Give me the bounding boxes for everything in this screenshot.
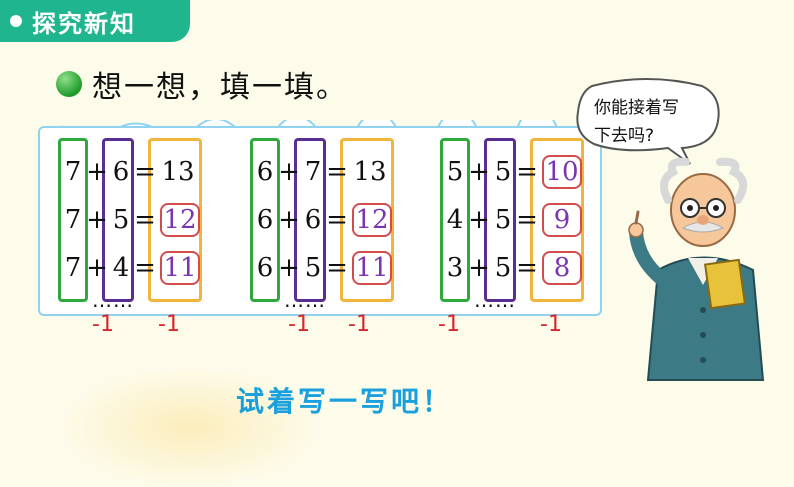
equation-row: 3+5=8	[442, 248, 582, 288]
minus-one-label: -1	[348, 312, 370, 337]
second-addend: 5	[304, 253, 322, 283]
equation-row: 7+4=11	[60, 248, 200, 288]
instruction-text: 想一想，填一填。	[92, 70, 348, 105]
equals-sign: =	[516, 253, 538, 283]
ellipsis: ……	[474, 288, 516, 312]
ellipsis: ……	[92, 288, 134, 312]
speech-bubble-icon	[576, 78, 720, 165]
second-addend: 5	[494, 205, 512, 235]
equation-row: 7+6=13	[60, 152, 200, 192]
second-addend: 5	[112, 205, 130, 235]
plus-sign: +	[86, 157, 108, 187]
tab-dot-icon	[10, 15, 22, 27]
speech-bubble-text: 你能接着写 下去吗?	[594, 94, 704, 150]
plus-sign: +	[468, 157, 490, 187]
second-addend: 5	[494, 157, 512, 187]
teacher-character-icon	[628, 157, 765, 381]
first-addend: 7	[64, 205, 82, 235]
first-addend: 3	[446, 253, 464, 283]
plus-sign: +	[86, 253, 108, 283]
equation-row: 7+5=12	[60, 200, 200, 240]
equals-sign: =	[134, 253, 156, 283]
first-addend: 6	[256, 253, 274, 283]
equals-sign: =	[134, 205, 156, 235]
plus-sign: +	[468, 253, 490, 283]
minus-one-label: -1	[92, 312, 114, 337]
circled-sum: 12	[160, 203, 200, 237]
first-addend-box	[58, 138, 88, 302]
sum: 13	[161, 157, 195, 187]
equals-sign: =	[516, 157, 538, 187]
plus-sign: +	[86, 205, 108, 235]
sum: 13	[353, 157, 387, 187]
first-addend: 6	[256, 157, 274, 187]
equals-sign: =	[326, 205, 348, 235]
second-addend-box	[102, 138, 134, 302]
second-addend: 6	[304, 205, 322, 235]
equation-row: 4+5=9	[442, 200, 582, 240]
prompt-text: 试着写一写吧！	[236, 385, 454, 418]
first-addend: 6	[256, 205, 274, 235]
circled-sum: 12	[352, 203, 392, 237]
second-addend: 7	[304, 157, 322, 187]
second-addend: 6	[112, 157, 130, 187]
minus-one-label: -1	[438, 312, 460, 337]
circled-sum: 11	[352, 251, 392, 285]
section-tab: 探究新知	[0, 0, 190, 42]
equals-sign: =	[326, 253, 348, 283]
first-addend: 7	[64, 157, 82, 187]
sum-box	[530, 138, 584, 302]
plus-sign: +	[278, 253, 300, 283]
section-tab-label: 探究新知	[32, 9, 136, 38]
equation-row: 6+5=11	[252, 248, 392, 288]
second-addend: 5	[494, 253, 512, 283]
equation-row: 6+6=12	[252, 200, 392, 240]
instruction: 想一想，填一填。	[56, 62, 348, 106]
first-addend-box	[250, 138, 280, 302]
second-addend: 4	[112, 253, 130, 283]
sum-box	[340, 138, 394, 302]
circled-sum: 9	[542, 203, 582, 237]
speech-bubble: 你能接着写 下去吗?	[572, 76, 722, 166]
circled-sum: 8	[542, 251, 582, 285]
green-ball-bullet-icon	[56, 71, 82, 97]
plus-sign: +	[468, 205, 490, 235]
first-addend: 7	[64, 253, 82, 283]
equation-row: 5+5=10	[442, 152, 582, 192]
equation-row: 6+7=13	[252, 152, 392, 192]
circled-sum: 10	[542, 155, 582, 189]
minus-one-label: -1	[288, 312, 310, 337]
speech-line-2: 下去吗?	[594, 126, 655, 146]
equals-sign: =	[134, 157, 156, 187]
first-addend: 5	[446, 157, 464, 187]
equals-sign: =	[326, 157, 348, 187]
plus-sign: +	[278, 157, 300, 187]
second-addend-box	[294, 138, 326, 302]
ellipsis: ……	[284, 288, 326, 312]
plus-sign: +	[278, 205, 300, 235]
minus-one-label: -1	[540, 312, 562, 337]
speech-line-1: 你能接着写	[594, 98, 679, 118]
sum-box	[148, 138, 202, 302]
first-addend: 4	[446, 205, 464, 235]
second-addend-box	[484, 138, 516, 302]
first-addend-box	[440, 138, 470, 302]
minus-one-label: -1	[158, 312, 180, 337]
circled-sum: 11	[160, 251, 200, 285]
equals-sign: =	[516, 205, 538, 235]
